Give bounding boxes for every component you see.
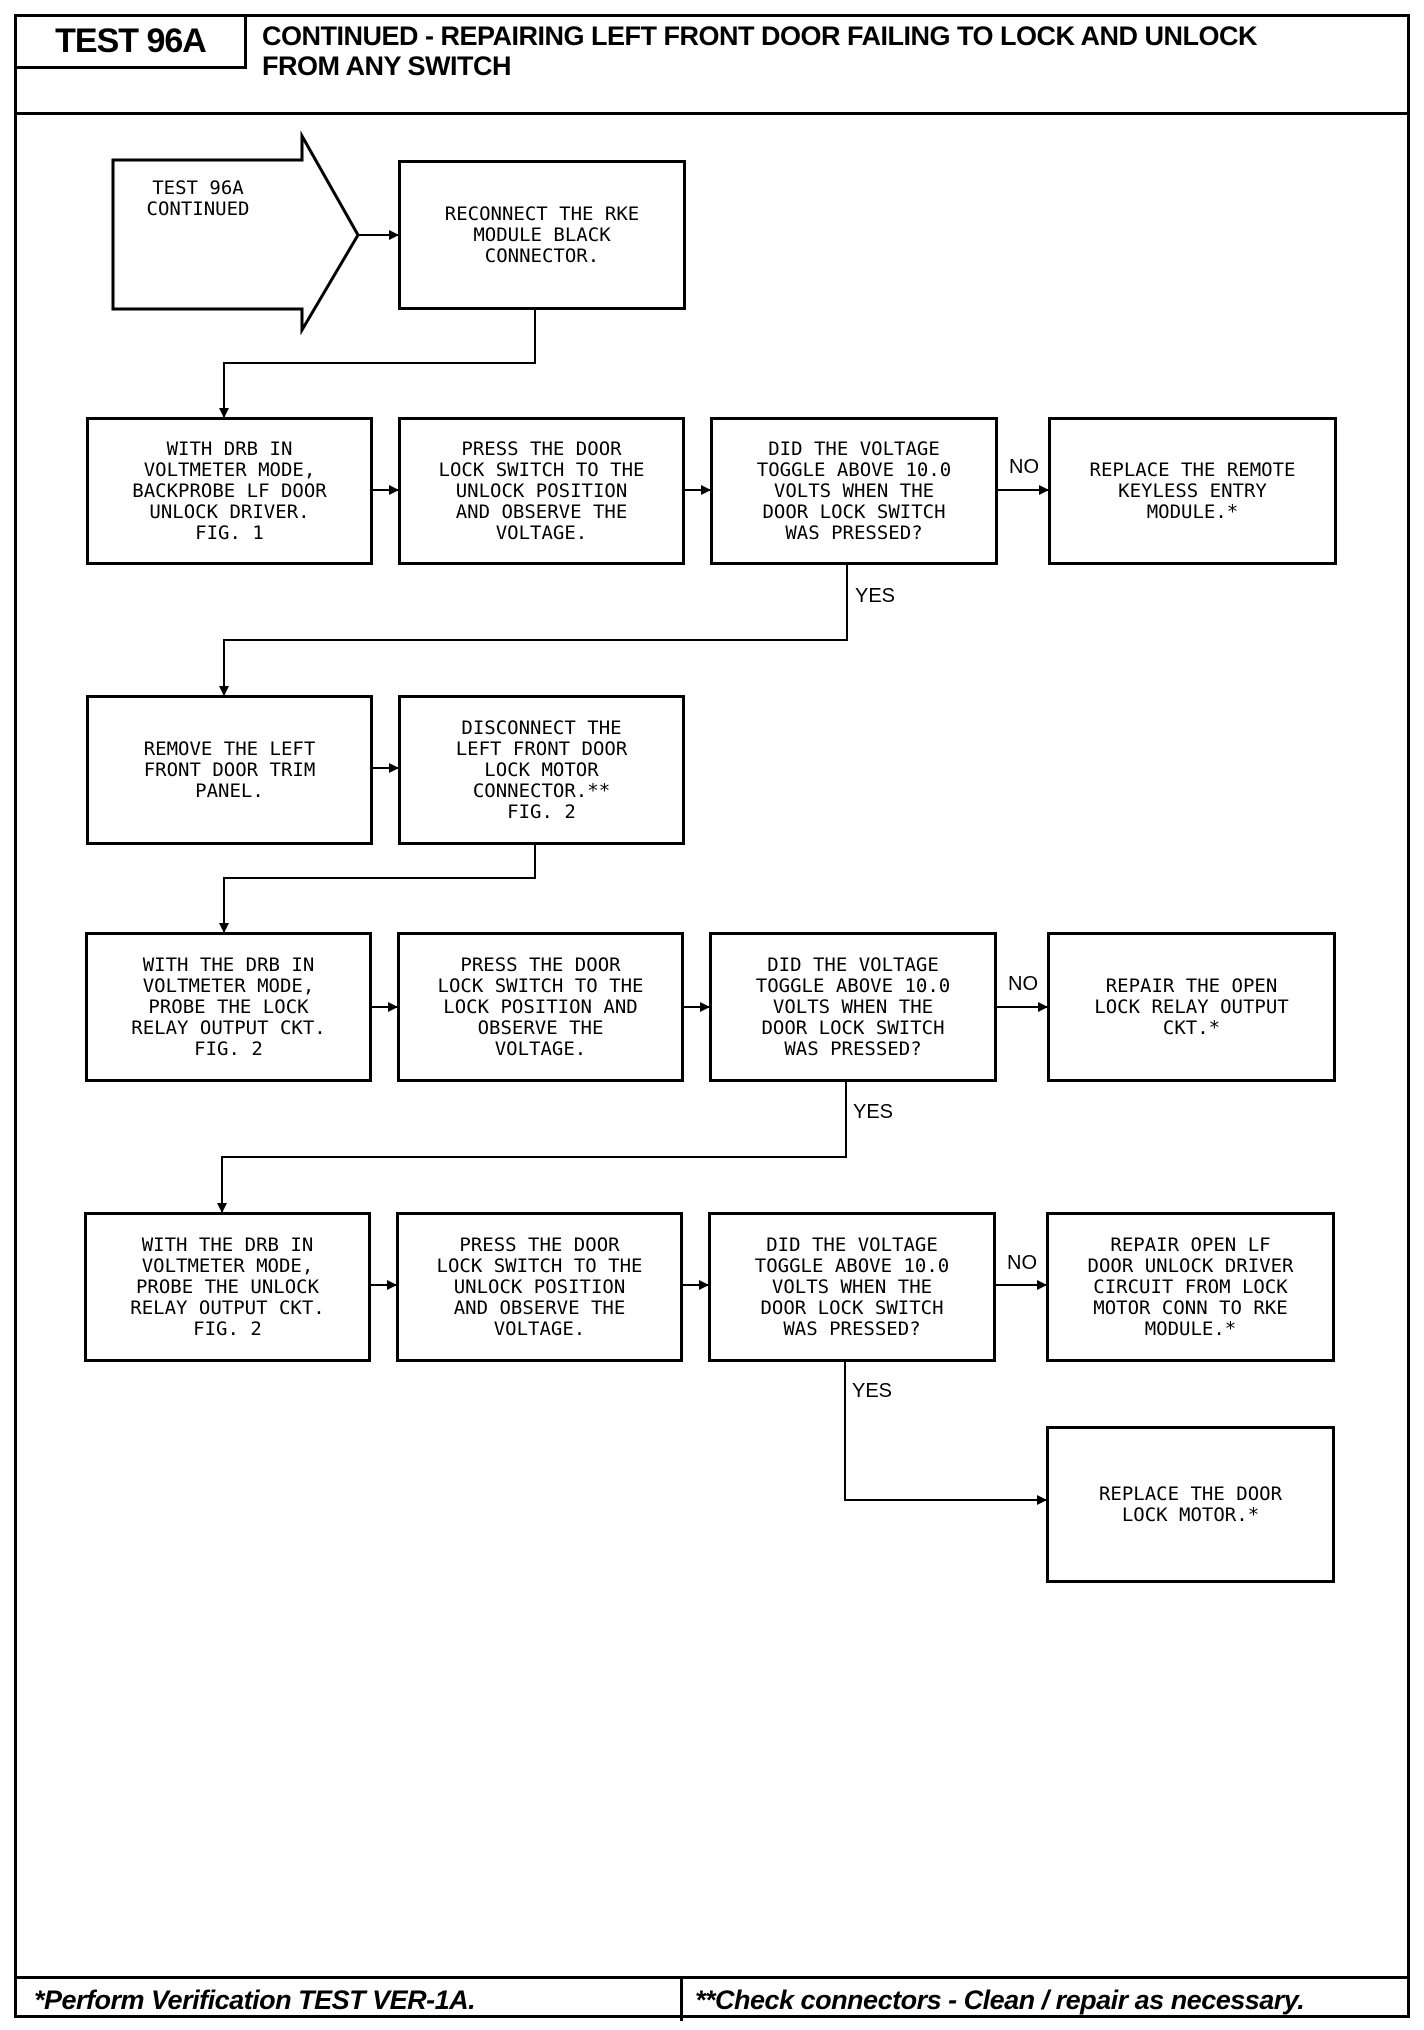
yes-label: YES <box>853 1101 894 1123</box>
result-repair-unlock-driver: REPAIR OPEN LF DOOR UNLOCK DRIVER CIRCUI… <box>1046 1212 1335 1362</box>
step-remove-trim-panel: REMOVE THE LEFT FRONT DOOR TRIM PANEL. <box>86 695 373 845</box>
result-replace-rke-module: REPLACE THE REMOTE KEYLESS ENTRY MODULE.… <box>1048 417 1337 565</box>
step-text: REMOVE THE LEFT FRONT DOOR TRIM PANEL. <box>143 737 316 802</box>
footnote-verification: *Perform Verification TEST VER-1A. <box>34 1984 476 2015</box>
no-label: NO <box>1007 1252 1037 1274</box>
footnote-connectors: **Check connectors - Clean / repair as n… <box>680 1979 1410 2021</box>
footer: *Perform Verification TEST VER-1A. **Che… <box>14 1976 1410 2021</box>
start-arrow-shape <box>111 130 360 336</box>
yes-label: YES <box>855 585 896 607</box>
no-label: NO <box>1008 973 1038 995</box>
yes-label: YES <box>852 1380 893 1402</box>
title-line-2: FROM ANY SWITCH <box>262 51 512 81</box>
step-text: REPAIR OPEN LF DOOR UNLOCK DRIVER CIRCUI… <box>1087 1233 1294 1340</box>
step-text: RECONNECT THE RKE MODULE BLACK CONNECTOR… <box>444 202 640 267</box>
page-frame: TEST 96A CONTINUED - REPAIRING LEFT FRON… <box>14 14 1410 2018</box>
step-press-unlock-2: PRESS THE DOOR LOCK SWITCH TO THE UNLOCK… <box>396 1212 683 1362</box>
title-line-1: CONTINUED - REPAIRING LEFT FRONT DOOR FA… <box>262 21 1257 51</box>
step-text: DID THE VOLTAGE TOGGLE ABOVE 10.0 VOLTS … <box>755 953 951 1060</box>
step-text: WITH DRB IN VOLTMETER MODE, BACKPROBE LF… <box>132 437 327 544</box>
start-label: TEST 96A CONTINUED <box>146 177 250 220</box>
step-text: PRESS THE DOOR LOCK SWITCH TO THE UNLOCK… <box>438 437 645 544</box>
result-replace-lock-motor: REPLACE THE DOOR LOCK MOTOR.* <box>1046 1426 1335 1583</box>
decision-voltage-2: DID THE VOLTAGE TOGGLE ABOVE 10.0 VOLTS … <box>709 932 997 1082</box>
step-text: DID THE VOLTAGE TOGGLE ABOVE 10.0 VOLTS … <box>754 1233 950 1340</box>
step-text: DID THE VOLTAGE TOGGLE ABOVE 10.0 VOLTS … <box>756 437 952 544</box>
step-probe-unlock-relay: WITH THE DRB IN VOLTMETER MODE, PROBE TH… <box>84 1212 371 1362</box>
step-text: DISCONNECT THE LEFT FRONT DOOR LOCK MOTO… <box>455 716 628 823</box>
test-label: TEST 96A <box>17 17 247 69</box>
no-label: NO <box>1009 456 1039 478</box>
step-text: REPLACE THE DOOR LOCK MOTOR.* <box>1098 1482 1283 1526</box>
step-probe-lock-relay: WITH THE DRB IN VOLTMETER MODE, PROBE TH… <box>85 932 372 1082</box>
result-repair-lock-relay: REPAIR THE OPEN LOCK RELAY OUTPUT CKT.* <box>1047 932 1336 1082</box>
step-text: PRESS THE DOOR LOCK SWITCH TO THE UNLOCK… <box>436 1233 643 1340</box>
step-text: WITH THE DRB IN VOLTMETER MODE, PROBE TH… <box>130 1233 325 1340</box>
step-text: REPLACE THE REMOTE KEYLESS ENTRY MODULE.… <box>1089 458 1296 523</box>
step-disconnect-motor-connector: DISCONNECT THE LEFT FRONT DOOR LOCK MOTO… <box>398 695 685 845</box>
step-text: REPAIR THE OPEN LOCK RELAY OUTPUT CKT.* <box>1094 974 1289 1039</box>
step-text: WITH THE DRB IN VOLTMETER MODE, PROBE TH… <box>131 953 326 1060</box>
decision-voltage-1: DID THE VOLTAGE TOGGLE ABOVE 10.0 VOLTS … <box>710 417 998 565</box>
step-press-unlock: PRESS THE DOOR LOCK SWITCH TO THE UNLOCK… <box>398 417 685 565</box>
step-press-lock: PRESS THE DOOR LOCK SWITCH TO THE LOCK P… <box>397 932 684 1082</box>
step-backprobe-unlock-driver: WITH DRB IN VOLTMETER MODE, BACKPROBE LF… <box>86 417 373 565</box>
header: TEST 96A CONTINUED - REPAIRING LEFT FRON… <box>17 17 1407 115</box>
step-reconnect-rke: RECONNECT THE RKE MODULE BLACK CONNECTOR… <box>398 160 686 310</box>
decision-voltage-3: DID THE VOLTAGE TOGGLE ABOVE 10.0 VOLTS … <box>708 1212 996 1362</box>
page-title: CONTINUED - REPAIRING LEFT FRONT DOOR FA… <box>262 21 1392 81</box>
step-text: PRESS THE DOOR LOCK SWITCH TO THE LOCK P… <box>437 953 644 1060</box>
